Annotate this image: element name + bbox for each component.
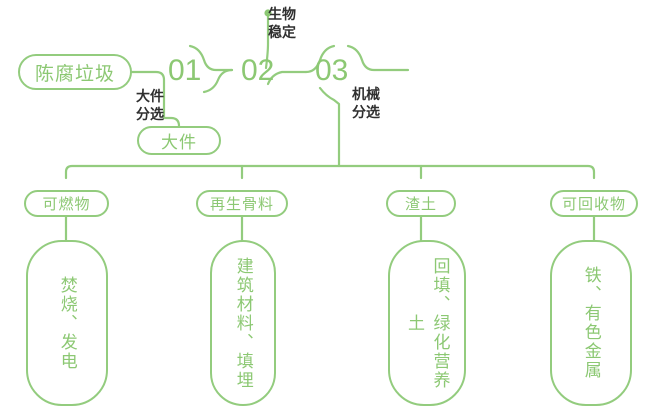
branch-outcome-combustibles[interactable]: 焚烧、发电 [26,240,108,406]
branch-outcome-slag-soil[interactable]: 回填、绿化营养土 [388,240,466,406]
branch-outcome-text: 回填、绿化营养土 [405,256,450,390]
branch-label-recycled-aggregate[interactable]: 再生骨料 [196,190,288,217]
wire-distribution-bus [64,164,596,180]
stage-number-02: 02 [241,54,275,87]
wire-02-left-tail [202,68,234,94]
branch-outcome-recycled-aggregate[interactable]: 建筑材料、填埋 [210,240,276,406]
branch-outcome-recyclables[interactable]: 铁、有色金属 [550,240,632,406]
branch-label-text: 再生骨料 [209,196,274,213]
branch-label-slag-soil[interactable]: 渣土 [386,190,456,217]
branch-outcome-text: 铁、有色金属 [581,266,601,380]
node-root-label: 陈腐垃圾 [34,63,115,85]
stage-caption-bulky-sorting: 大件 分选 [136,88,164,122]
wire-03-to-bus [318,86,341,168]
stage-number-01: 01 [168,54,202,87]
stage-number-03: 03 [315,54,349,87]
stage-caption-biological-stabilization: 生物 稳定 [268,6,296,40]
node-bulky-output-label: 大件 [161,133,197,152]
node-bulky-output[interactable]: 大件 [137,126,221,155]
branch-label-combustibles[interactable]: 可燃物 [24,190,109,217]
branch-label-text: 渣土 [404,196,437,213]
branch-label-text: 可燃物 [42,196,91,213]
branch-outcome-text: 焚烧、发电 [57,275,77,371]
branch-outcome-text: 建筑材料、填埋 [233,256,253,390]
node-root[interactable]: 陈腐垃圾 [18,54,132,90]
stage-caption-mechanical-sorting: 机械 分选 [352,86,380,120]
branch-label-recyclables[interactable]: 可回收物 [550,190,638,217]
branch-label-text: 可回收物 [561,196,626,213]
wire-03-right-tail [346,44,410,72]
